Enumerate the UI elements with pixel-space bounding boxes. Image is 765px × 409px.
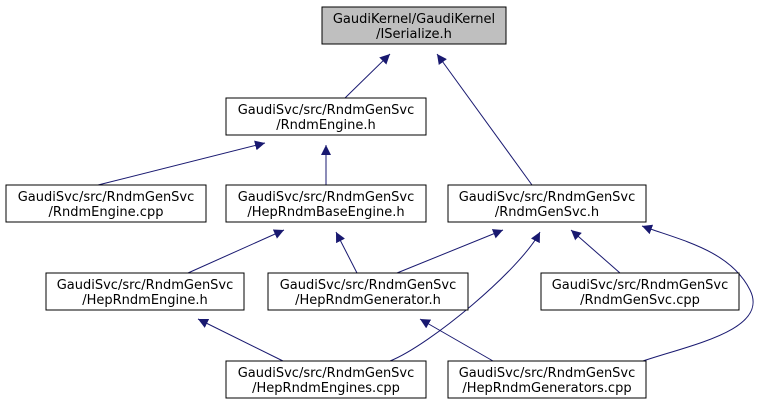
node-heprndmgenerators-cpp[interactable]: GaudiSvc/src/RndmGenSvc/HepRndmGenerator…	[447, 360, 647, 399]
node-label-line2: /ISerialize.h	[376, 27, 452, 42]
edges	[97, 53, 754, 362]
node-label-line2: /RndmEngine.cpp	[49, 205, 164, 220]
node-label-line1: GaudiSvc/src/RndmGenSvc	[57, 278, 234, 293]
node-box[interactable]	[447, 360, 647, 399]
node-heprndmgenerator-h[interactable]: GaudiSvc/src/RndmGenSvc/HepRndmGenerator…	[267, 272, 469, 311]
node-label-line1: GaudiSvc/src/RndmGenSvc	[552, 278, 729, 293]
node-label-line1: GaudiSvc/src/RndmGenSvc	[459, 190, 636, 205]
edge-heprndmgenerators-cpp-to-heprndmgenerator-h	[419, 318, 494, 362]
edge-heprndmengines-cpp-to-heprndmengine-h	[197, 318, 284, 362]
edge-rndmengine-cpp-to-rndmengine-h	[97, 140, 266, 186]
edge-rndmengine-h-to-iserialize	[344, 53, 391, 99]
node-label-line1: GaudiSvc/src/RndmGenSvc	[238, 190, 415, 205]
node-label-line2: /RndmGenSvc.cpp	[580, 293, 700, 308]
node-box[interactable]	[267, 272, 469, 311]
node-iserialize[interactable]: GaudiKernel/GaudiKernel/ISerialize.h	[321, 6, 507, 45]
node-box[interactable]	[45, 272, 245, 311]
nodes: GaudiKernel/GaudiKernel/ISerialize.hGaud…	[5, 6, 740, 399]
node-label-line1: GaudiSvc/src/RndmGenSvc	[238, 366, 415, 381]
node-box[interactable]	[540, 272, 740, 311]
edge-heprndmgenerator-h-to-heprndmbaseengine-h	[335, 231, 358, 274]
node-label-line1: GaudiSvc/src/RndmGenSvc	[459, 366, 636, 381]
node-box[interactable]	[225, 360, 427, 399]
node-label-line2: /HepRndmEngines.cpp	[252, 381, 400, 396]
node-box[interactable]	[5, 184, 207, 223]
node-heprndmbaseengine-h[interactable]: GaudiSvc/src/RndmGenSvc/HepRndmBaseEngin…	[225, 184, 427, 223]
edge-rndmgensvc-cpp-to-rndmgensvc-h	[570, 229, 621, 274]
node-label-line1: GaudiSvc/src/RndmGenSvc	[238, 103, 415, 118]
node-rndmengine-h[interactable]: GaudiSvc/src/RndmGenSvc/RndmEngine.h	[225, 97, 427, 136]
node-box[interactable]	[447, 184, 647, 223]
node-heprndmengines-cpp[interactable]: GaudiSvc/src/RndmGenSvc/HepRndmEngines.c…	[225, 360, 427, 399]
edge-heprndmgenerators-cpp-to-rndmgensvc-h	[641, 224, 754, 362]
edge-heprndmengine-h-to-heprndmbaseengine-h	[187, 229, 285, 274]
node-label-line1: GaudiSvc/src/RndmGenSvc	[280, 278, 457, 293]
node-heprndmengine-h[interactable]: GaudiSvc/src/RndmGenSvc/HepRndmEngine.h	[45, 272, 245, 311]
node-label-line2: /RndmEngine.h	[276, 118, 376, 133]
node-rndmengine-cpp[interactable]: GaudiSvc/src/RndmGenSvc/RndmEngine.cpp	[5, 184, 207, 223]
node-rndmgensvc-cpp[interactable]: GaudiSvc/src/RndmGenSvc/RndmGenSvc.cpp	[540, 272, 740, 311]
node-label-line2: /HepRndmEngine.h	[82, 293, 208, 308]
node-label-line2: /HepRndmBaseEngine.h	[247, 205, 404, 220]
edge-heprndmengines-cpp-to-rndmgensvc-h	[389, 231, 541, 362]
node-label-line2: /RndmGenSvc.h	[495, 205, 599, 220]
node-box[interactable]	[225, 97, 427, 136]
node-label-line1: GaudiSvc/src/RndmGenSvc	[18, 190, 195, 205]
node-rndmgensvc-h[interactable]: GaudiSvc/src/RndmGenSvc/RndmGenSvc.h	[447, 184, 647, 223]
edge-rndmgensvc-h-to-iserialize	[436, 53, 533, 186]
node-label-line2: /HepRndmGenerators.cpp	[462, 381, 631, 396]
edge-heprndmgenerator-h-to-rndmgensvc-h	[396, 229, 504, 274]
node-label-line2: /HepRndmGenerator.h	[295, 293, 441, 308]
node-box[interactable]	[225, 184, 427, 223]
node-label-line1: GaudiKernel/GaudiKernel	[333, 12, 495, 27]
node-box[interactable]	[321, 6, 507, 45]
